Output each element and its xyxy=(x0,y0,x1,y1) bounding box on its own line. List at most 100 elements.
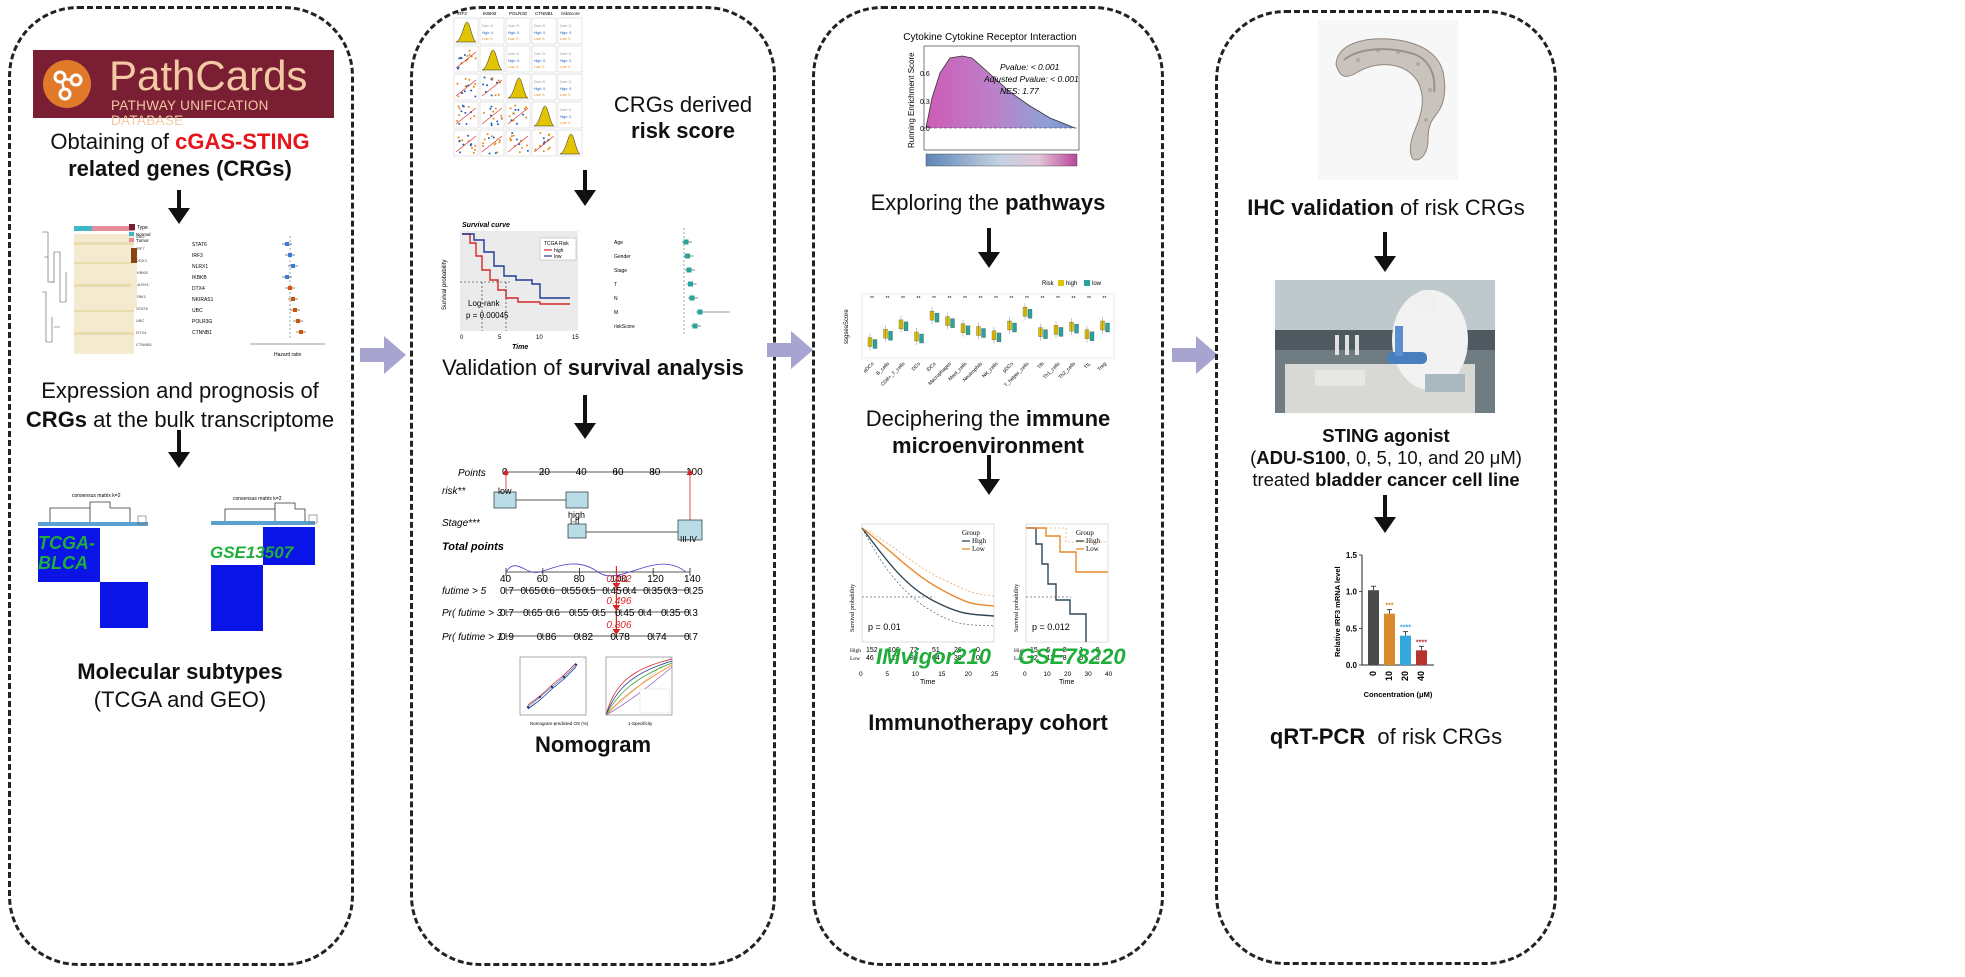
svg-text:TBK1: TBK1 xyxy=(136,294,147,299)
forest-gene-label: CTNNB1 xyxy=(192,330,212,336)
bar-ytick: 1.5 xyxy=(1346,551,1358,560)
step-sting-line2-rest: , 0, 5, 10, and 20 μM) xyxy=(1345,447,1522,468)
km-pvalue: p = 0.01 xyxy=(868,622,901,632)
forest-mark xyxy=(285,275,289,279)
immune-cell-label: Th2_cells xyxy=(1058,361,1078,381)
svg-text:5: 5 xyxy=(498,335,502,341)
step-sting-line1: STING agonist xyxy=(1322,425,1450,446)
km-xtick: 30 xyxy=(1085,671,1093,678)
consensus-matrix-geo: consensus matrix k=2 xyxy=(205,495,325,635)
nomogram-prob-tick: 0.6 xyxy=(541,586,555,597)
bar-xtick: 40 xyxy=(1416,671,1426,681)
nomogram-prob-tick: 0.3 xyxy=(664,586,678,597)
consensus-matrix-tcga: consensus matrix k=2 xyxy=(30,492,160,632)
svg-text:Corr: 0.: Corr: 0. xyxy=(534,80,546,84)
svg-text:**: ** xyxy=(1041,296,1045,302)
matrix-header: riskScore xyxy=(561,11,580,16)
bar-xtick: 0 xyxy=(1368,671,1378,676)
km-legend-title: Group xyxy=(962,529,980,537)
forest-gene-label: IRF3 xyxy=(192,253,203,259)
forest-gene-label: POLR3G xyxy=(192,319,212,325)
flow-arrow-3 xyxy=(1172,336,1218,374)
km-legend-low: Low xyxy=(972,545,986,553)
svg-text:Running Enrichment Score: Running Enrichment Score xyxy=(907,52,916,148)
svg-text:**: ** xyxy=(1056,296,1060,302)
step-ihc-validation: IHC validation of risk CRGs xyxy=(1225,195,1547,221)
svg-text:Log-rank: Log-rank xyxy=(468,299,501,308)
svg-text:10: 10 xyxy=(536,335,543,341)
svg-text:NES: 1.77: NES: 1.77 xyxy=(1000,86,1039,96)
km-risk-high: 26 xyxy=(954,647,962,654)
svg-text:**: ** xyxy=(901,296,905,302)
arrow-down-2b xyxy=(574,395,596,439)
step-qrt-bold: qRT-PCR xyxy=(1269,724,1366,749)
nomogram-tick: 60 xyxy=(612,467,624,478)
km-legend-title: Group xyxy=(1076,529,1094,537)
bar-10 xyxy=(1384,613,1395,665)
km-risk-high: 6 xyxy=(1046,647,1050,654)
km-risk-low: 12 xyxy=(1046,655,1054,662)
step-sting-line2-pre: ( xyxy=(1250,447,1257,468)
svg-text:ABI2: ABI2 xyxy=(136,234,145,239)
km-risk-high: 72 xyxy=(910,647,918,654)
svg-text:0.3: 0.3 xyxy=(920,99,930,106)
km-row-label: Low xyxy=(850,656,860,662)
nomogram-prob-tick: 0.5 xyxy=(582,586,596,597)
svg-text:15: 15 xyxy=(572,335,579,341)
roc-plot: 1-Specificity xyxy=(600,655,680,730)
nomogram-prob-tick: 0.9 xyxy=(500,632,514,643)
km-risk-high: 51 xyxy=(932,647,940,654)
pathcards-molecule-icon xyxy=(43,60,91,108)
step-pathways: Exploring the pathways xyxy=(822,190,1154,216)
step-sting-line2-bold: ADU-S100 xyxy=(1256,447,1346,468)
svg-text:STAT6: STAT6 xyxy=(136,306,149,311)
svg-text:Cytokine Cytokine Receptor Int: Cytokine Cytokine Receptor Interaction xyxy=(903,32,1076,43)
panel-crg-selection xyxy=(8,6,354,966)
forest-axis-label: Hazard ratio xyxy=(274,352,301,358)
step-obtaining-pre: Obtaining of xyxy=(50,129,176,154)
svg-text:DTX4: DTX4 xyxy=(136,330,147,335)
nomogram-prob-tick: 0.6 xyxy=(546,608,560,619)
svg-text:0.6: 0.6 xyxy=(920,71,930,78)
km-risk-high: 0 xyxy=(1096,647,1100,654)
km-risk-low: 8 xyxy=(1063,655,1067,662)
svg-text:**: ** xyxy=(932,296,936,302)
nomogram-prob-tick: 0.25 xyxy=(684,586,704,597)
svg-text:High: 0.: High: 0. xyxy=(534,87,546,91)
svg-text:**: ** xyxy=(917,296,921,302)
nomogram-tick: 80 xyxy=(649,467,661,478)
km-legend-high: High xyxy=(972,537,987,545)
bar-sig: *** xyxy=(1385,603,1393,610)
step-expression-line1: Expression and prognosis of xyxy=(41,378,319,403)
nomogram-row-label: Total points xyxy=(442,541,504,553)
step-immune-pre: Deciphering the xyxy=(865,406,1026,431)
flow-arrow-1 xyxy=(360,336,406,374)
forest2-label: M xyxy=(614,310,618,316)
logo-title: PathCards xyxy=(109,52,308,99)
bar-xtick: 20 xyxy=(1400,671,1410,681)
step-survival-validation: Validation of survival analysis xyxy=(420,355,766,381)
nomogram-prob-tick: 0.74 xyxy=(647,632,667,643)
immune-ylabel: ssgseaScore xyxy=(844,309,850,344)
forest-gene-label: IKBKB xyxy=(192,275,207,281)
svg-text:Low: 0.: Low: 0. xyxy=(534,37,545,41)
logo-subtitle: PATHWAY UNIFICATION DATABASE xyxy=(111,98,269,128)
bar-xlabel: Concentration (μM) xyxy=(1364,690,1433,699)
step-ihc-bold: IHC validation xyxy=(1247,195,1394,220)
nomogram-prob-tick: 0.7 xyxy=(684,632,698,643)
svg-text:IRF7: IRF7 xyxy=(136,246,145,251)
forest2-label: N xyxy=(614,296,618,302)
step-expression-line2: at the bulk transcriptome xyxy=(87,407,335,432)
svg-text:1-Specificity: 1-Specificity xyxy=(628,721,653,726)
bar-40 xyxy=(1416,650,1427,665)
svg-text:Nomogram-predicted OS (%): Nomogram-predicted OS (%) xyxy=(530,721,589,726)
step-pathways-bold: pathways xyxy=(1005,190,1106,215)
immune-cell-label: aDCs xyxy=(862,361,875,374)
forest2-label: T xyxy=(614,282,617,288)
forest2-mark xyxy=(692,323,698,329)
nomogram-row-label: Stage*** xyxy=(442,518,481,529)
step-qrt-rest: of risk CRGs xyxy=(1365,724,1503,749)
step-immunotherapy-cohort: Immunotherapy cohort xyxy=(868,710,1108,735)
